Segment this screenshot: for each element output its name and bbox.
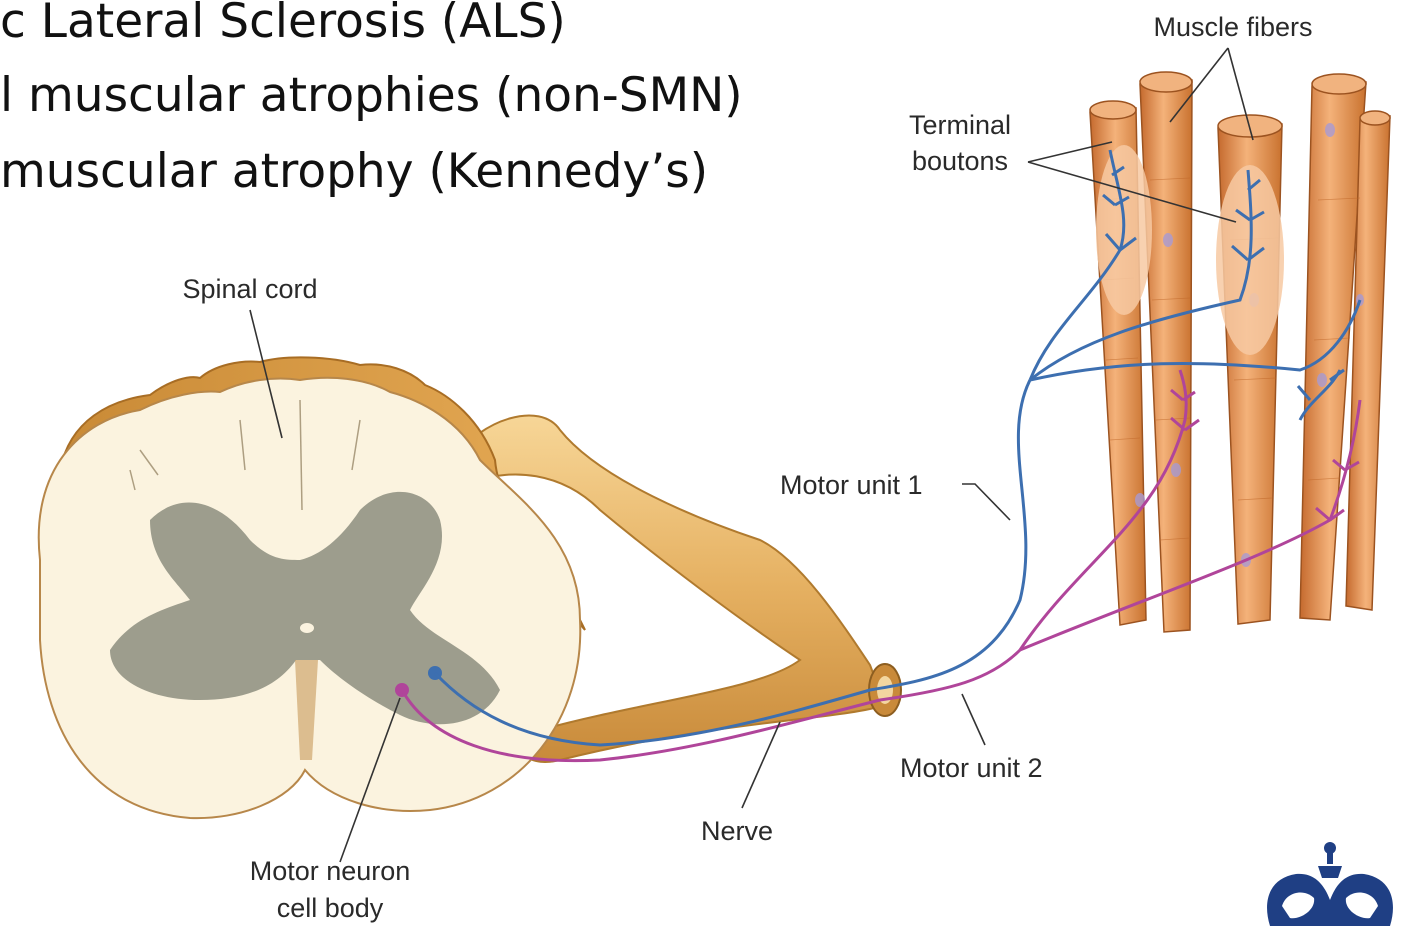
label-nerve: Nerve (701, 816, 773, 846)
label-spinal-cord: Spinal cord (182, 274, 317, 304)
label-terminal-line2: boutons (912, 146, 1008, 176)
label-motor-neuron-line1: Motor neuron (250, 856, 411, 886)
label-motor-neuron-line2: cell body (277, 893, 384, 923)
label-muscle-fibers: Muscle fibers (1153, 12, 1312, 42)
label-motor-unit-1: Motor unit 1 (780, 470, 923, 500)
muscle-fiber (1140, 72, 1192, 632)
university-crown-logo (1267, 842, 1393, 926)
leader-motor-unit-1 (962, 484, 1010, 520)
central-canal (300, 623, 314, 633)
label-terminal-line1: Terminal (909, 110, 1011, 140)
label-motor-unit-2: Motor unit 2 (900, 753, 1043, 783)
leader-motor-unit-2 (962, 694, 985, 745)
